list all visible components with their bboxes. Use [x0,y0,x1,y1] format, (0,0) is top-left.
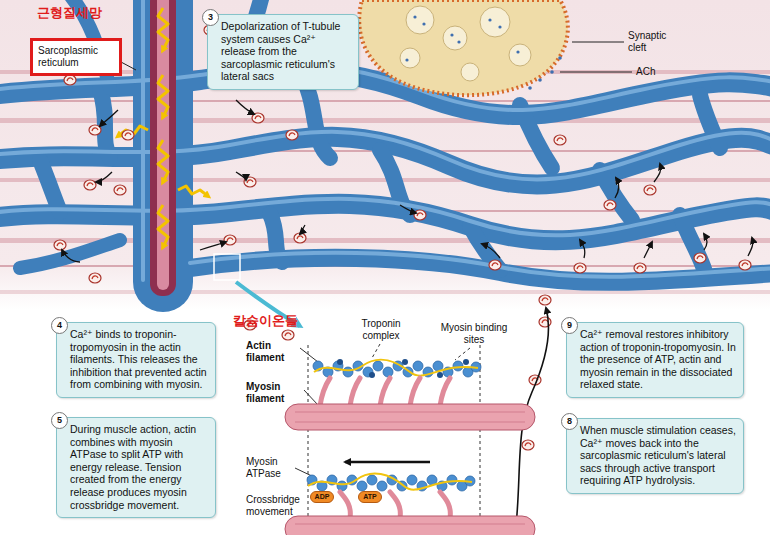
box-text: Ca²⁺ removal restores inhibitory action … [580,328,737,391]
sliding-direction-arrow [345,461,430,464]
box-text: During muscle action, actin combines wit… [70,423,209,511]
t-tubule [150,0,176,296]
atp-molecule: ATP [358,491,382,503]
box-text: Sarcoplasmic reticulum [38,45,114,69]
leader-lines [121,42,632,72]
callout-number: 3 [202,9,219,26]
callout-number: 5 [51,412,68,429]
annotation-label: 근형질세망 [37,6,102,21]
callout-number: 4 [51,317,68,334]
zoom-indicator [214,254,480,530]
box-text: ATP [361,493,379,501]
part-label: Myosin ATPase [246,456,298,479]
reticulum-label-box: Sarcoplasmic reticulum [30,38,122,76]
part-label: Actin filament [246,340,298,363]
callout-number: 8 [561,413,578,430]
sarcoplasmic-reticulum [0,0,770,282]
step-callout: 9Ca²⁺ removal restores inhibitory action… [566,322,744,398]
actin-filament [313,359,481,378]
actin-filament-bound [307,473,475,491]
part-label: Crossbridge movement [246,494,306,517]
annotation-label: 칼슘이온들 [233,314,298,329]
part-label: Synaptic cleft [628,30,680,53]
action-potential-arrows [118,8,208,247]
nerve-terminal [359,0,568,95]
part-label: ACh [636,66,655,78]
step-callout: 5During muscle action, actin combines wi… [56,417,216,518]
step-callout: 3Depolarization of T-tubule system cause… [207,14,359,90]
box-text: Depolarization of T-tubule system causes… [221,20,352,83]
myosin-filament-bound [285,492,535,535]
box-text: ADP [313,493,331,501]
adp-molecule: ADP [310,491,334,503]
part-label: Myosin filament [246,381,302,404]
step-callout: 8When muscle stimulation ceases, Ca²⁺ mo… [566,418,744,494]
box-text: Ca²⁺ binds to troponin-tropomyosin in th… [70,328,209,391]
step-callout: 4Ca²⁺ binds to troponin-tropomyosin in t… [56,322,216,398]
callout-number: 9 [561,317,578,334]
box-text: When muscle stimulation ceases, Ca²⁺ mov… [580,424,737,487]
part-label: Myosin binding sites [438,322,510,345]
part-label: Troponin complex [350,318,412,341]
reticulum-highlight [0,0,770,280]
myosin-filament [285,378,535,430]
ion-flow-arrows [62,100,753,535]
